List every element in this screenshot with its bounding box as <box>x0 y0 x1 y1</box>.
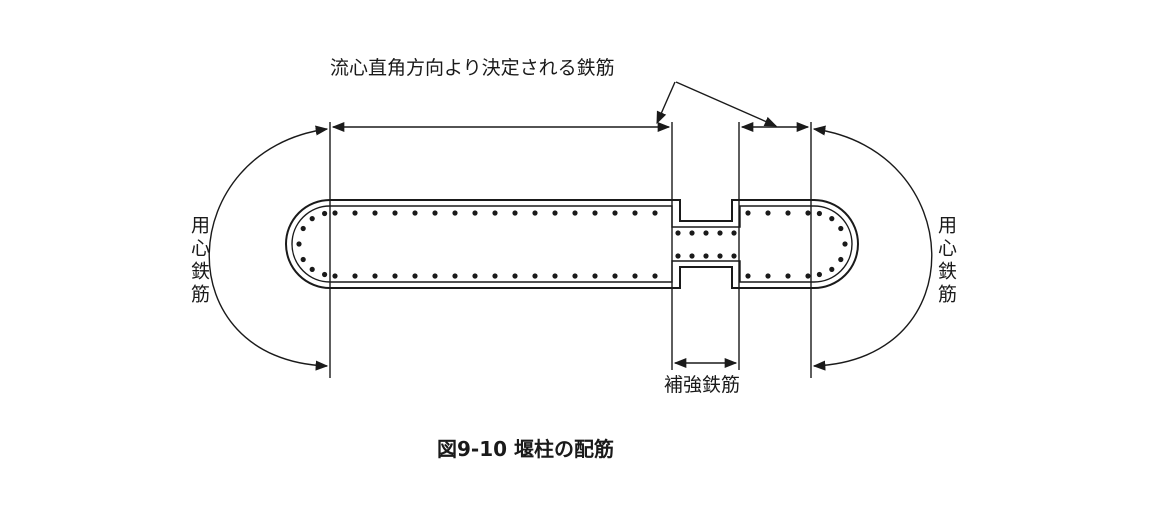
rebar-dot <box>452 210 458 216</box>
rebar-dot <box>300 256 306 263</box>
rebar-dot <box>412 273 418 279</box>
rebar-dot <box>838 225 844 232</box>
rebar-dot <box>816 210 823 217</box>
rebar-dot <box>745 210 751 216</box>
rebar-dot <box>309 266 315 272</box>
figure-caption: 図9-10 堰柱の配筋 <box>437 437 614 461</box>
curved-arrow-right <box>812 125 933 371</box>
rebar-dot <box>352 273 358 279</box>
rebar-dot <box>552 210 558 216</box>
rebar-dot <box>675 253 681 259</box>
curved-arrow-left <box>208 125 329 371</box>
rebar-dot <box>296 241 302 247</box>
rebar-dot <box>532 273 538 279</box>
rebar-dot <box>512 210 518 216</box>
rebar-dot <box>765 273 771 279</box>
rebar-dot <box>632 273 638 279</box>
rebar-dot <box>552 273 558 279</box>
left-side-label: 用心鉄筋 <box>188 215 210 307</box>
rebar-dot <box>532 210 538 216</box>
rebar-dot <box>612 273 618 279</box>
leader-line-left <box>656 81 676 125</box>
rebar-dot <box>432 210 438 216</box>
rebar-dot <box>412 210 418 216</box>
right-side-label: 用心鉄筋 <box>935 215 957 307</box>
rebar-dot <box>838 256 844 263</box>
rebar-dot <box>572 210 578 216</box>
rebar-dot <box>675 230 681 236</box>
rebar-dot <box>492 273 498 279</box>
rebar-dot <box>612 210 618 216</box>
rebar-dot <box>332 210 338 216</box>
rebar-dot <box>352 210 358 216</box>
rebar-dot <box>689 230 695 236</box>
rebar-dot <box>785 210 791 216</box>
rebar-dot <box>632 210 638 216</box>
rebar-dot <box>745 273 751 279</box>
rebar-dot <box>816 271 823 278</box>
rebar-dot <box>452 273 458 279</box>
rebar-dot <box>829 266 835 272</box>
rebar-dot <box>492 210 498 216</box>
rebar-dot <box>592 210 598 216</box>
pier-outline <box>285 199 859 289</box>
rebar-dot <box>392 210 398 216</box>
rebar-dot <box>829 216 835 222</box>
rebar-dot <box>717 253 723 259</box>
rebar-dot <box>372 210 378 216</box>
rebar-dot <box>689 253 695 259</box>
rebar-dot <box>703 253 709 259</box>
rebar-dot <box>432 273 438 279</box>
rebar-dot <box>652 210 658 216</box>
rebar-dot <box>731 253 737 259</box>
top-label: 流心直角方向より決定される鉄筋 <box>330 57 615 79</box>
rebar-dots <box>296 210 848 279</box>
rebar-dot <box>572 273 578 279</box>
rebar-dot <box>805 210 811 216</box>
rebar-dot <box>731 230 737 236</box>
rebar-dot <box>842 241 848 247</box>
rebar-dot <box>372 273 378 279</box>
rebar-dot <box>717 230 723 236</box>
rebar-dot <box>512 273 518 279</box>
reinforcement-cage <box>291 205 853 283</box>
rebar-dot <box>472 273 478 279</box>
rebar-dot <box>805 273 811 279</box>
rebar-dot <box>785 273 791 279</box>
rebar-dot <box>300 225 306 232</box>
rebar-dot <box>392 273 398 279</box>
rebar-dot <box>309 216 315 222</box>
rebar-dot <box>652 273 658 279</box>
reinforcing-bar-label: 補強鉄筋 <box>664 374 740 396</box>
leader-line-right <box>675 81 778 127</box>
rebar-dot <box>592 273 598 279</box>
rebar-dot <box>332 273 338 279</box>
rebar-dot <box>322 271 328 278</box>
rebar-dot <box>472 210 478 216</box>
rebar-dot <box>322 210 328 217</box>
rebar-dot <box>703 230 709 236</box>
rebar-dot <box>765 210 771 216</box>
